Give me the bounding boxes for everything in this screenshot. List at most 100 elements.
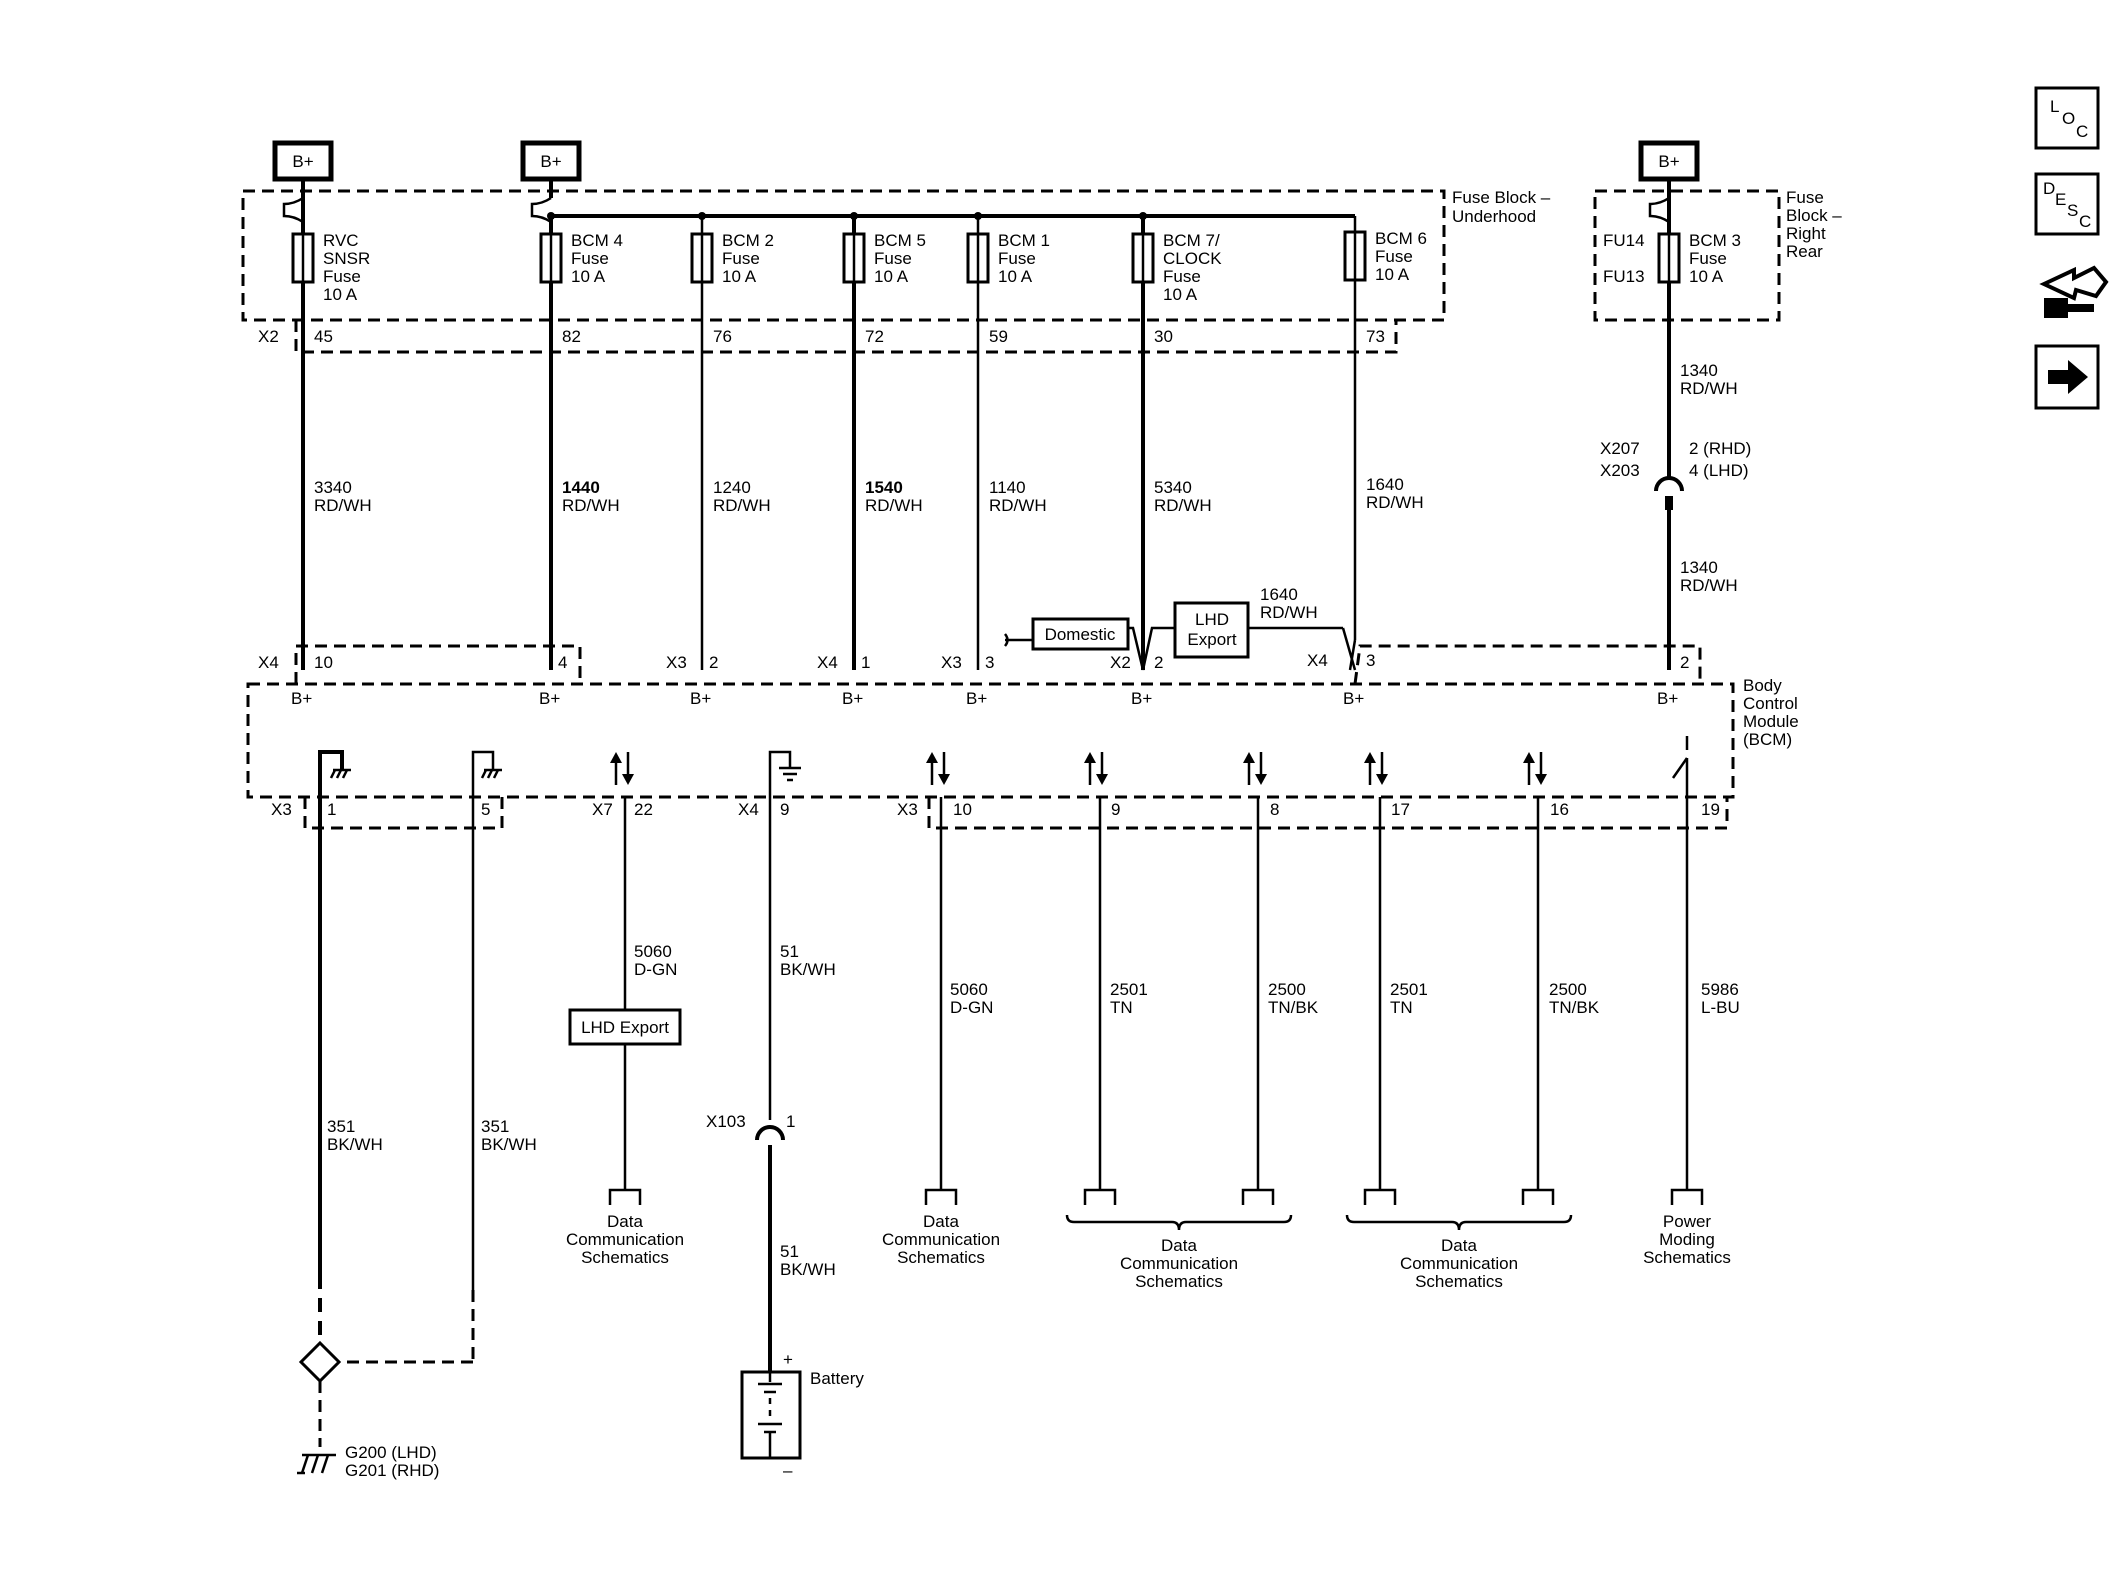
loc-letter: O xyxy=(2062,109,2075,128)
fuse-label: Fuse xyxy=(1375,247,1413,266)
fuse-bcm-2: BCM 2 Fuse 10 A 76 1240 RD/WH xyxy=(690,216,774,670)
bplus-input-label: B+ xyxy=(690,689,711,708)
fuse-label: Fuse xyxy=(1689,249,1727,268)
pin-number: 2 xyxy=(709,653,718,672)
bplus-input-label: B+ xyxy=(1657,689,1678,708)
bplus-input-label: B+ xyxy=(1131,689,1152,708)
inline-connector-x207-x203: X207 X203 2 (RHD) 4 (LHD) 1340 RD/WH xyxy=(1600,439,1751,670)
wire-5060-data: 5060 D-GN Data Communication Schematics xyxy=(882,797,1000,1267)
bplus-input-label: B+ xyxy=(966,689,987,708)
wire-color: TN xyxy=(1390,998,1413,1017)
destination-label: Data xyxy=(923,1212,959,1231)
next-arrow-icon[interactable] xyxy=(2034,344,2100,410)
pin-number: 10 xyxy=(314,653,333,672)
body-control-module xyxy=(246,682,1735,799)
wire-color: D-GN xyxy=(950,998,993,1017)
bplus-input-label: B+ xyxy=(291,689,312,708)
fuse-label: 10 A xyxy=(998,267,1033,286)
pin-number: 4 (LHD) xyxy=(1689,461,1749,480)
wire-5986-power-moding: 5986 L-BU Power Moding Schematics xyxy=(1643,797,1740,1267)
wire-color: RD/WH xyxy=(1366,493,1424,512)
connector-label: X4 xyxy=(258,653,279,672)
wire-color: BK/WH xyxy=(481,1135,537,1154)
wire-number: 2501 xyxy=(1110,980,1148,999)
power-source-3: B+ xyxy=(1638,140,1700,182)
fuse-label: BCM 5 xyxy=(874,231,926,250)
desc-letter: C xyxy=(2079,212,2091,231)
destination-label: Communication xyxy=(1120,1254,1238,1273)
connector-label: X207 xyxy=(1600,439,1640,458)
bidirectional-arrow-icon xyxy=(1523,752,1547,785)
destination-label: Communication xyxy=(566,1230,684,1249)
fuse-label: Fuse xyxy=(1163,267,1201,286)
bidirectional-arrow-icon xyxy=(926,752,950,785)
fuse-bcm-1: BCM 1 Fuse 10 A 59 1140 RD/WH xyxy=(966,216,1050,670)
destination-label: Power xyxy=(1663,1212,1712,1231)
destination-label: Communication xyxy=(882,1230,1000,1249)
fuse-block-underhood xyxy=(241,189,1446,322)
wire-2500-pair-1: 2500 TN/BK xyxy=(1241,797,1319,1205)
wire-number: 1640 xyxy=(1366,475,1404,494)
wire-5060-lhd-export: LHD Export 5060 D-GN Data Communication … xyxy=(566,797,684,1267)
wire-color: RD/WH xyxy=(713,496,771,515)
wire-color: TN xyxy=(1110,998,1133,1017)
wire-color: RD/WH xyxy=(1680,379,1738,398)
loc-icon[interactable]: L O C xyxy=(2034,86,2100,150)
bcm-label: Control xyxy=(1743,694,1798,713)
fuse-label: 10 A xyxy=(1375,265,1410,284)
wire-number: 1340 xyxy=(1680,361,1718,380)
connector-label: X4 xyxy=(738,800,759,819)
battery-label: Battery xyxy=(810,1369,864,1388)
pin-number: 1 xyxy=(327,800,336,819)
wire-color: RD/WH xyxy=(562,496,620,515)
fuse-label: RVC xyxy=(323,231,359,250)
wire-color: BK/WH xyxy=(780,960,836,979)
switch-icon xyxy=(1671,736,1689,797)
wire-number: 2500 xyxy=(1549,980,1587,999)
fuse-label: 10 A xyxy=(1689,267,1724,286)
fuse-label: BCM 3 xyxy=(1689,231,1741,250)
fuse-label: 10 A xyxy=(571,267,606,286)
wire-number: 2501 xyxy=(1390,980,1428,999)
destination-label: Data xyxy=(1161,1236,1197,1255)
fuse-label: SNSR xyxy=(323,249,370,268)
connector-label: X2 xyxy=(258,327,279,346)
desc-icon[interactable]: D E S C xyxy=(2034,172,2100,236)
connector-label: X3 xyxy=(271,800,292,819)
wire-color: RD/WH xyxy=(314,496,372,515)
fuse-label: Fuse xyxy=(722,249,760,268)
wire-color: TN/BK xyxy=(1268,998,1319,1017)
wire-color: RD/WH xyxy=(1680,576,1738,595)
wire-color: RD/WH xyxy=(1154,496,1212,515)
loc-letter: C xyxy=(2076,122,2088,141)
fuse-label: Fuse xyxy=(323,267,361,286)
wire-color: BK/WH xyxy=(780,1260,836,1279)
pin-number: 45 xyxy=(314,327,333,346)
fuse-label: 10 A xyxy=(1163,285,1198,304)
wire-number: 51 xyxy=(780,942,799,961)
ground-label: G200 (LHD) xyxy=(345,1443,437,1462)
bidirectional-arrow-icon xyxy=(1364,752,1388,785)
wire-2500-pair-2: 2500 TN/BK xyxy=(1521,797,1600,1205)
wire-color: L-BU xyxy=(1701,998,1740,1017)
destination-label: Schematics xyxy=(1415,1272,1503,1291)
bplus-input-label: B+ xyxy=(842,689,863,708)
bplus-input-label: B+ xyxy=(539,689,560,708)
pin-number: 9 xyxy=(780,800,789,819)
pin-number: 3 xyxy=(1366,651,1375,670)
fuse-bcm-4: BCM 4 Fuse 10 A 82 1440 RD/WH xyxy=(539,216,623,670)
pin-number: 59 xyxy=(989,327,1008,346)
ground-wire-351-a: 351 BK/WH xyxy=(318,797,383,1340)
bplus-input-label: B+ xyxy=(1343,689,1364,708)
pin-number: 1 xyxy=(786,1112,795,1131)
pin-number: 8 xyxy=(1270,800,1279,819)
desc-letter: S xyxy=(2067,201,2078,220)
connector-view-icon[interactable] xyxy=(2039,265,2109,318)
battery-wire-51: 51 BK/WH X103 1 51 BK/WH xyxy=(706,797,836,1372)
desc-letter: D xyxy=(2043,179,2055,198)
fuse-block-rear-label: Block – xyxy=(1786,206,1842,225)
domestic-label: Domestic xyxy=(1045,625,1116,644)
connector-label: X2 xyxy=(1110,653,1131,672)
pin-number: 22 xyxy=(634,800,653,819)
fuse-label: 10 A xyxy=(874,267,909,286)
